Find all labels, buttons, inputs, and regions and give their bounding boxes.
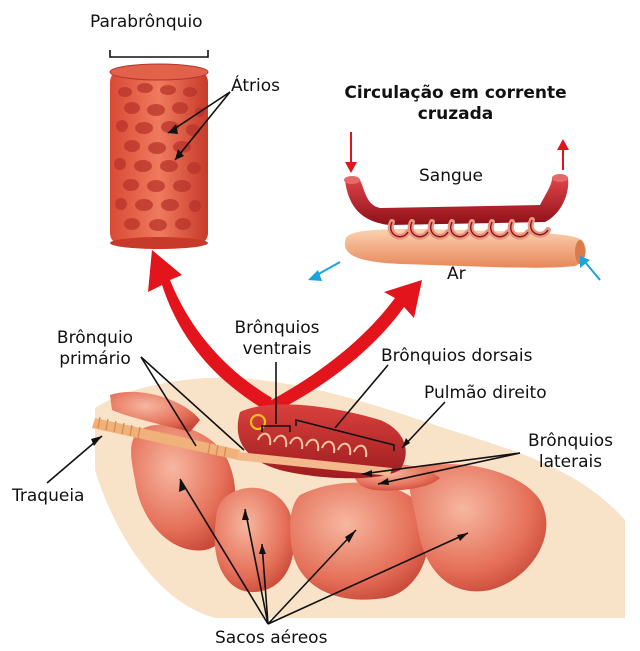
title-circulacao-line1: Circulação em corrente — [313, 83, 598, 103]
label-sacos-aereos: Sacos aéreos — [215, 628, 327, 648]
label-bronquios-ventrais-line1: Brônquios — [222, 318, 332, 338]
label-bronquios-laterais-line2: laterais — [513, 452, 628, 472]
label-bronquio-primario-line1: Brônquio — [40, 328, 150, 348]
label-traqueia: Traqueia — [12, 486, 84, 506]
label-bronquios-ventrais-line2: ventrais — [222, 339, 332, 359]
parabronchus-tube — [110, 50, 208, 249]
label-pulmao-direito: Pulmão direito — [424, 383, 547, 403]
label-bronquios-laterais-line1: Brônquios — [513, 431, 628, 451]
label-parabronquio: Parabrônquio — [90, 12, 203, 32]
label-bronquios-dorsais: Brônquios dorsais — [381, 346, 532, 366]
label-bronquio-primario-line2: primário — [40, 349, 150, 369]
label-ar: Ar — [447, 264, 466, 284]
countercurrent-diagram — [308, 132, 600, 281]
title-circulacao-line2: cruzada — [313, 104, 598, 124]
label-sangue: Sangue — [419, 166, 483, 186]
label-atrios: Átrios — [231, 76, 280, 96]
